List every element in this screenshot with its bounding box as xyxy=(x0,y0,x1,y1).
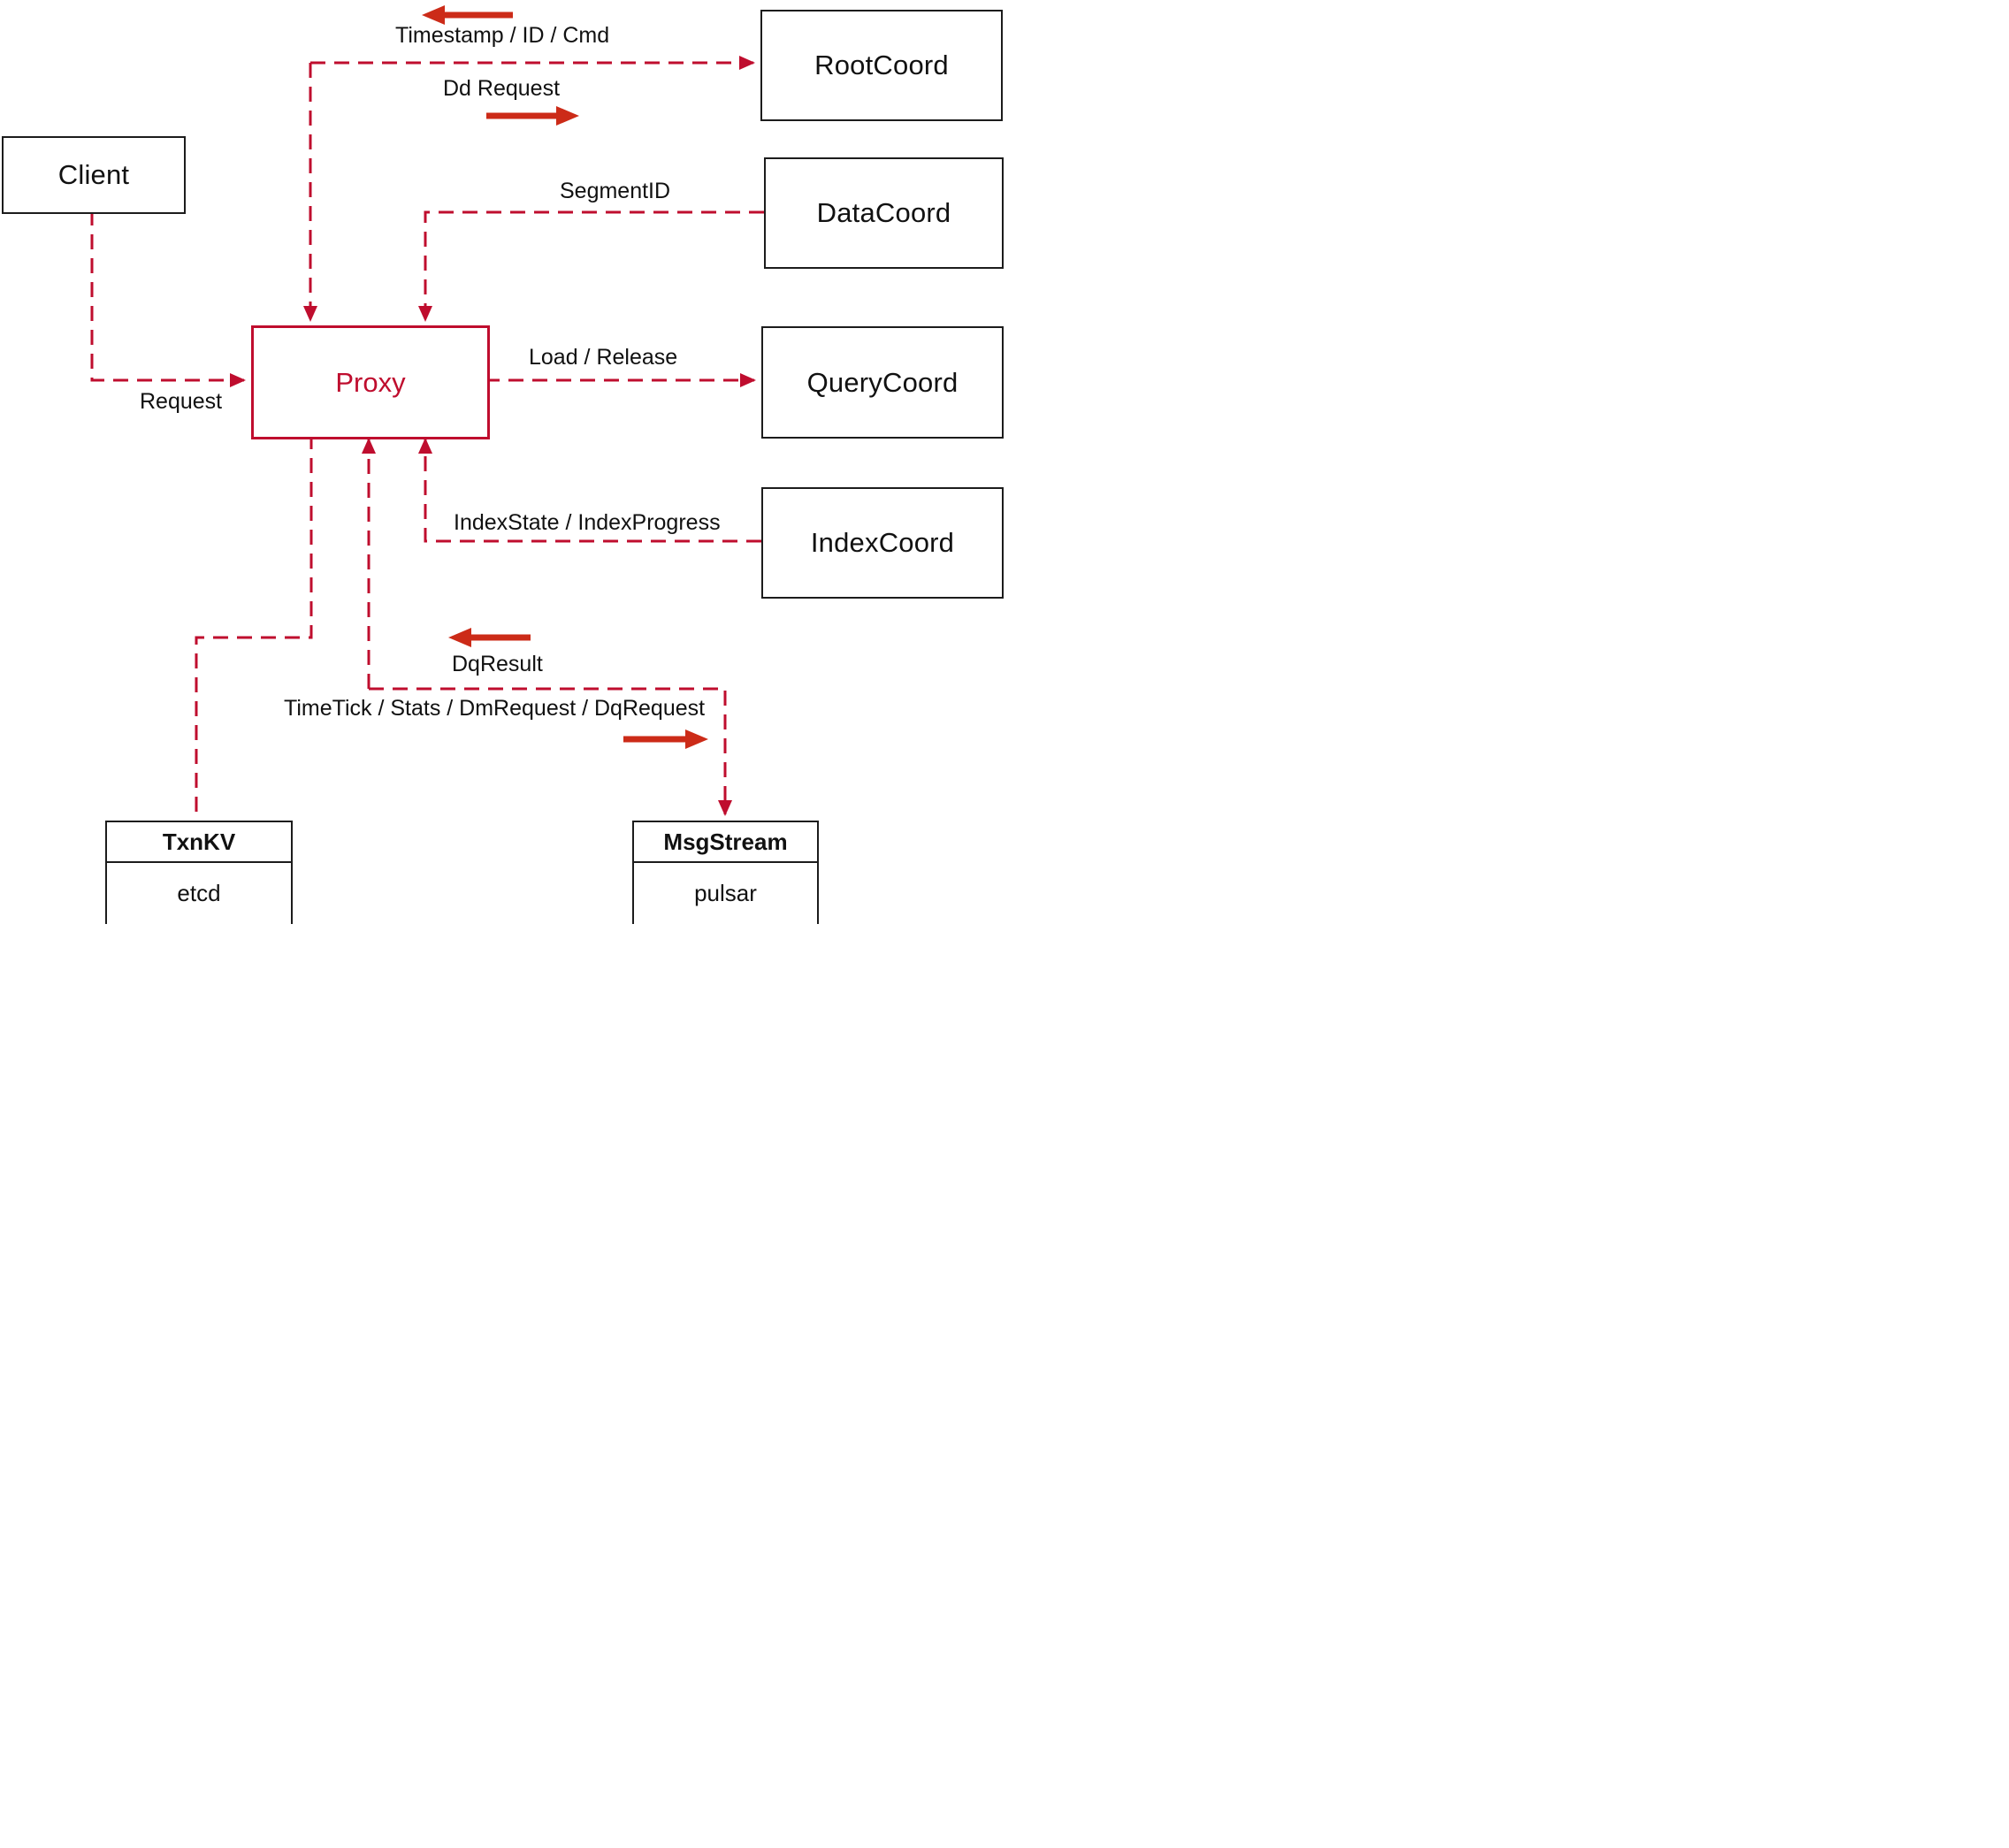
edge-proxy-to-txnkv xyxy=(195,434,313,819)
proxy-architecture-diagram: Client RootCoord DataCoord QueryCoord In… xyxy=(0,0,1004,924)
client-node: Client xyxy=(2,136,186,214)
proxy-label: Proxy xyxy=(335,366,406,398)
edge-label-indexstate-indexprogress: IndexState / IndexProgress xyxy=(454,510,721,535)
rootcoord-label: RootCoord xyxy=(814,50,949,80)
indexcoord-node: IndexCoord xyxy=(761,487,1004,599)
datacoord-node: DataCoord xyxy=(764,157,1004,269)
edge-label-request: Request xyxy=(140,389,223,414)
edge-label-load-release: Load / Release xyxy=(529,345,678,370)
msgstream-title: MsgStream xyxy=(634,822,817,863)
edge-indexcoord-to-proxy xyxy=(418,438,761,543)
rootcoord-node: RootCoord xyxy=(760,10,1003,121)
querycoord-label: QueryCoord xyxy=(806,366,959,398)
edge-client-to-proxy xyxy=(90,210,246,387)
txnkv-node: TxnKV etcd xyxy=(105,821,293,924)
indexcoord-label: IndexCoord xyxy=(810,527,955,558)
edge-label-dqresult: DqResult xyxy=(452,652,543,676)
edge-label-segment-id: SegmentID xyxy=(560,179,671,203)
datacoord-label: DataCoord xyxy=(816,197,951,228)
txnkv-impl: etcd xyxy=(177,880,221,906)
txnkv-title: TxnKV xyxy=(107,822,291,863)
edge-label-dd-request: Dd Request xyxy=(443,76,561,101)
msgstream-impl: pulsar xyxy=(694,880,757,906)
client-label: Client xyxy=(57,159,130,190)
proxy-node: Proxy xyxy=(251,325,490,439)
edge-datacoord-to-proxy xyxy=(418,210,764,322)
edge-label-timestamp-id-cmd: Timestamp / ID / Cmd xyxy=(395,23,610,48)
edge-label-timetick-stats-dmrequest-dqrequest: TimeTick / Stats / DmRequest / DqRequest xyxy=(284,696,706,721)
connector-overlay xyxy=(90,5,764,819)
msgstream-node: MsgStream pulsar xyxy=(632,821,819,924)
querycoord-node: QueryCoord xyxy=(761,326,1004,439)
edge-proxy-to-msgstream xyxy=(369,687,732,816)
